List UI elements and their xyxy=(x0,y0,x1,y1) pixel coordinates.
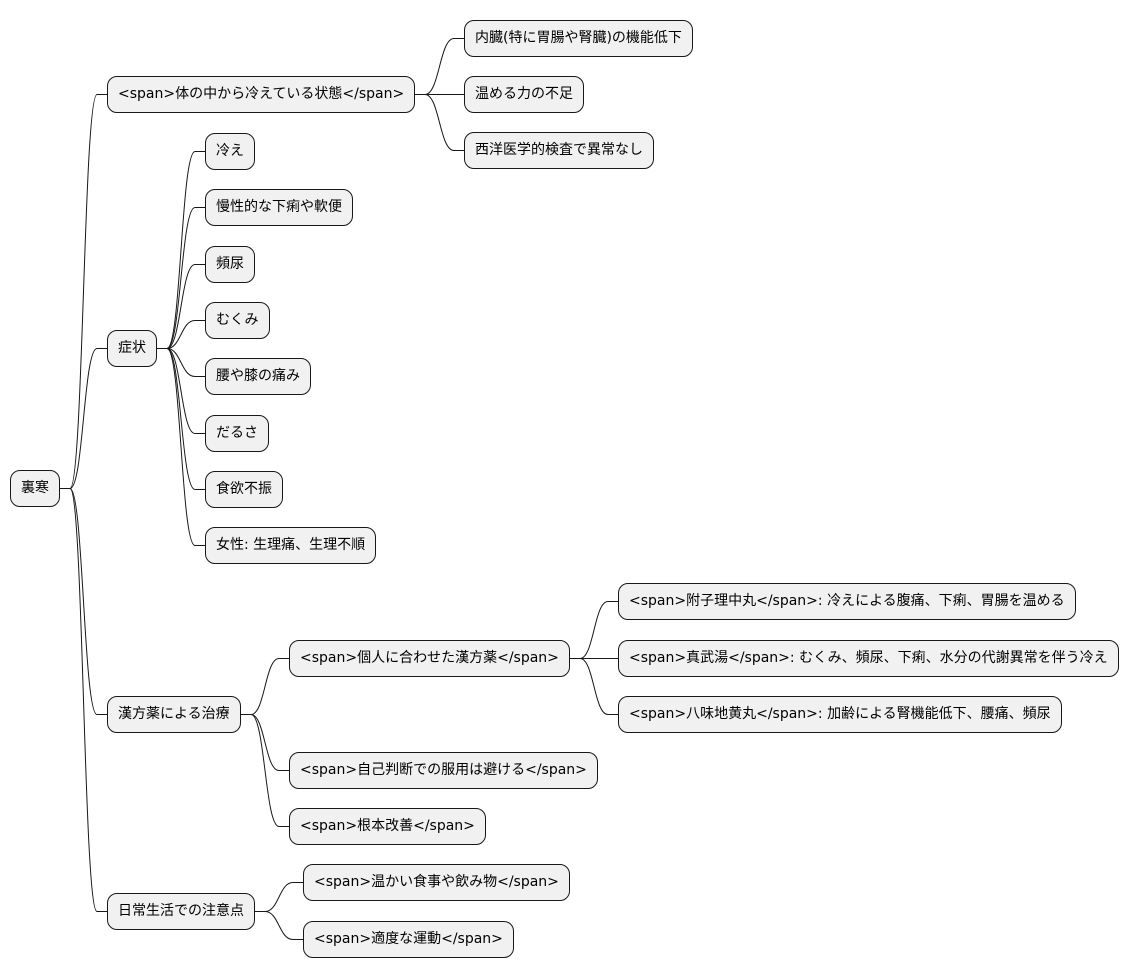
connector-line xyxy=(60,488,107,912)
connector-line xyxy=(241,658,289,715)
leaf-node: 冷え xyxy=(205,133,255,170)
connector-line xyxy=(157,207,205,349)
connector-line xyxy=(241,714,289,827)
connector-line xyxy=(157,264,205,349)
leaf-node: 内臓(特に胃腸や腎臓)の機能低下 xyxy=(464,20,693,57)
leaf-node: <span>附子理中丸</span>: 冷えによる腹痛、下痢、胃腸を温める xyxy=(618,583,1076,620)
branch-node-symptoms: 症状 xyxy=(107,330,157,367)
leaf-node: 慢性的な下痢や軟便 xyxy=(205,189,353,226)
connector-line xyxy=(157,348,205,490)
branch-node-cold-state: <span>体の中から冷えている状態</span> xyxy=(107,76,416,113)
sub-branch-node: <span>個人に合わせた漢方薬</span> xyxy=(289,640,570,677)
leaf-node: <span>真武湯</span>: むくみ、頻尿、下痢、水分の代謝異常を伴う冷え xyxy=(618,640,1119,677)
leaf-node: 西洋医学的検査で異常なし xyxy=(464,132,654,169)
leaf-node: 腰や膝の痛み xyxy=(205,358,311,395)
connector-line xyxy=(157,348,205,377)
connector-line xyxy=(255,911,303,940)
connector-line xyxy=(241,714,289,771)
branch-node-daily-life: 日常生活での注意点 xyxy=(107,893,255,930)
connector-line xyxy=(415,94,464,151)
connector-line xyxy=(255,882,303,912)
leaf-node: 頻尿 xyxy=(205,246,255,283)
leaf-node: 温める力の不足 xyxy=(464,76,584,113)
connector-line xyxy=(157,320,205,349)
connector-line xyxy=(415,38,464,95)
leaf-node: 食欲不振 xyxy=(205,471,283,508)
leaf-node: <span>八味地黄丸</span>: 加齢による腎機能低下、腰痛、頻尿 xyxy=(618,696,1062,733)
connector-line xyxy=(570,601,618,659)
branch-node-kampo-treatment: 漢方薬による治療 xyxy=(107,696,241,733)
leaf-node: だるさ xyxy=(205,415,269,452)
connector-line xyxy=(60,488,107,715)
leaf-node: 女性: 生理痛、生理不順 xyxy=(205,527,377,564)
leaf-node: <span>根本改善</span> xyxy=(289,808,486,845)
connector-line xyxy=(157,151,205,349)
root-node: 裏寒 xyxy=(10,470,60,507)
leaf-node: <span>適度な運動</span> xyxy=(303,921,514,958)
connector-line xyxy=(60,348,107,489)
leaf-node: <span>温かい食事や飲み物</span> xyxy=(303,864,570,901)
leaf-node: <span>自己判断での服用は避ける</span> xyxy=(289,752,598,789)
connector-line xyxy=(157,348,205,546)
connector-line xyxy=(60,94,107,489)
leaf-node: むくみ xyxy=(205,302,270,339)
connector-line xyxy=(570,658,618,715)
